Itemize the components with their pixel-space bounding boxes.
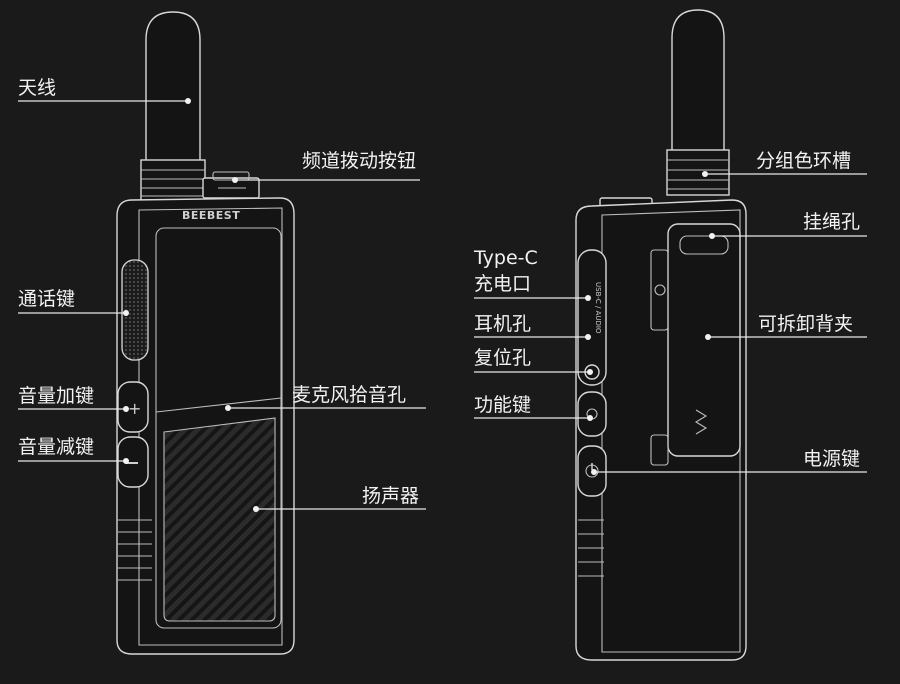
label-reset: 复位孔	[474, 347, 531, 369]
back-antenna	[666, 9, 730, 196]
label-color-ring: 分组色环槽	[756, 150, 851, 172]
usb-port-label: USB-C / AUDIO	[594, 282, 602, 334]
callout-typec: Type-C 充电口	[473, 247, 591, 301]
callout-reset: 复位孔	[474, 347, 593, 375]
label-ptt: 通话键	[18, 288, 75, 310]
callout-channel-knob: 频道拨动按钮	[232, 150, 420, 183]
front-ptt-button	[121, 259, 149, 361]
callout-earphone: 耳机孔	[474, 313, 591, 340]
callout-antenna: 天线	[18, 77, 191, 104]
label-power: 电源键	[803, 448, 860, 470]
back-port-panel: USB-C / AUDIO	[577, 249, 607, 386]
callout-mic: 麦克风拾音孔	[225, 384, 426, 411]
back-clip	[650, 223, 741, 466]
callout-ptt: 通话键	[18, 288, 129, 316]
label-typec-line2: 充电口	[474, 273, 531, 295]
callout-vol-up: 音量加键	[18, 385, 129, 412]
label-channel-knob: 频道拨动按钮	[302, 150, 416, 172]
back-body-outline	[575, 199, 747, 661]
label-vol-down: 音量减键	[18, 436, 94, 458]
back-function-key	[577, 391, 607, 437]
label-clip: 可拆卸背夹	[758, 313, 853, 335]
label-mic: 麦克风拾音孔	[292, 384, 406, 406]
front-brand: BEEBEST	[182, 209, 240, 222]
callout-lanyard: 挂绳孔	[709, 211, 867, 239]
back-device: USB-C / AUDIO	[575, 9, 747, 661]
label-antenna: 天线	[18, 77, 56, 99]
label-speaker: 扬声器	[362, 485, 419, 507]
label-lanyard: 挂绳孔	[803, 211, 860, 233]
callout-function-key: 功能键	[474, 394, 593, 421]
front-speaker-grille	[163, 417, 276, 622]
front-antenna	[140, 11, 206, 203]
front-vol-down-button	[117, 436, 149, 488]
back-grip-ribs	[578, 519, 604, 577]
front-face-panel	[155, 227, 282, 629]
svg-text:+: +	[128, 399, 141, 418]
label-earphone: 耳机孔	[474, 313, 531, 335]
front-vol-up-button: +	[117, 381, 149, 433]
callout-clip: 可拆卸背夹	[705, 313, 867, 340]
front-device: BEEBEST +	[116, 11, 295, 655]
label-typec-line1: Type-C	[473, 247, 538, 269]
callout-color-ring: 分组色环槽	[702, 150, 867, 177]
callout-speaker: 扬声器	[253, 485, 426, 512]
label-function-key: 功能键	[474, 394, 531, 416]
front-grip-ribs	[118, 519, 152, 581]
label-vol-up: 音量加键	[18, 385, 94, 407]
front-channel-knob	[202, 171, 260, 199]
callout-power: 电源键	[591, 448, 867, 475]
callout-vol-down: 音量减键	[18, 436, 129, 464]
